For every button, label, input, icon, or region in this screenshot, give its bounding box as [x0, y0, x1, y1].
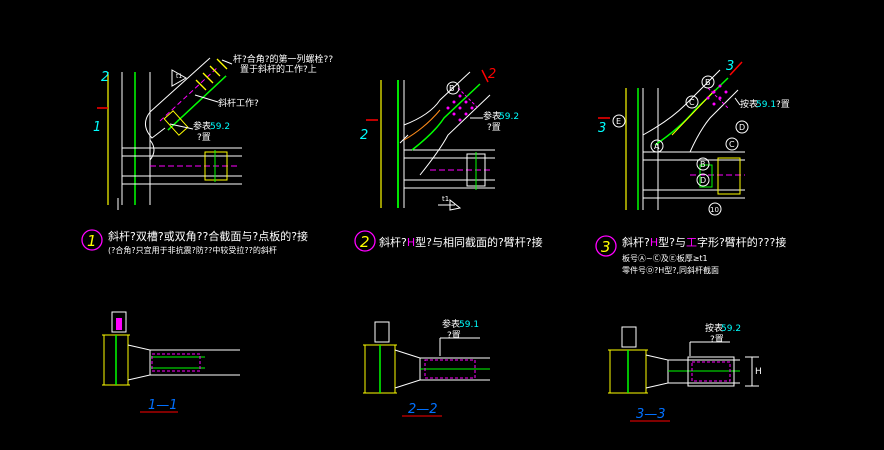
detail-2-circle-num: 2 [360, 233, 370, 251]
svg-text:t1: t1 [176, 73, 182, 80]
detail-3-bubble-b-top: B [705, 78, 711, 87]
svg-text:斜杆?H型?与相同截面的?臂杆?接: 斜杆?H型?与相同截面的?臂杆?接 [379, 235, 543, 249]
detail-3-ref-place: ?置 [776, 99, 790, 110]
detail-3-bubble-d: D [700, 176, 706, 185]
section-3-ref-place: ?置 [710, 334, 724, 345]
detail-1-ref-place: ?置 [197, 132, 211, 143]
detail-3-bubble-c-top: C [689, 98, 695, 107]
detail-1-labels: 杆?合角?的第一列螺栓?? 置于斜杆的工作?上 斜杆工作? 参表 59.2 ?置 [193, 53, 333, 143]
detail-3-title-i: 工 [686, 236, 697, 249]
section-2-ref-place: ?置 [447, 330, 461, 341]
detail-3-ref-num: 59.1 [756, 100, 776, 110]
detail-1-ref-label: 参表 [193, 120, 211, 132]
detail-3-title-post: 字形?臂杆的???接 [697, 235, 786, 249]
detail-1-title: 斜杆?双槽?或双角??合截面与?点板的?接 [108, 229, 308, 243]
detail-3-bubble-a: A [654, 142, 660, 151]
section-2-ref-num: 59.1 [459, 320, 479, 330]
detail-3-title-h: H [650, 236, 658, 249]
detail-2-bubble-b: B [449, 84, 455, 93]
detail-3-bubble-e-left: E [616, 117, 621, 126]
detail-3-note2: 零件号Ⓓ?H型?,同斜杆截面 [622, 265, 719, 275]
section-3-label: 3—3 [636, 407, 666, 422]
detail-3-cut-number-b: 3 [726, 59, 734, 74]
detail-3-elevation: 3 3 C D E A C B D 10 B [598, 59, 749, 216]
detail-1-ref-num: 59.2 [210, 122, 230, 132]
detail-3-bubble-10: 10 [710, 206, 719, 214]
section-3-dim-h: H [755, 367, 762, 377]
detail-2-ref-label: 参表 [483, 110, 501, 122]
detail-3-bubble-d-right: D [739, 123, 745, 132]
detail-1-note-top-line2: 置于斜杆的工作?上 [240, 63, 317, 75]
section-2-label: 2—2 [408, 402, 438, 417]
detail-3-labels: 按表 59.1 ?置 [740, 98, 790, 110]
detail-3-title-block: 3 斜杆?H型?与工字形?臂杆的???接 板号Ⓐ~Ⓒ及Ⓔ板厚≥t1 零件号Ⓓ?H… [595, 235, 786, 275]
detail-2-elevation: t1 2 2 B [360, 67, 496, 211]
detail-3-circle-num: 3 [601, 238, 611, 256]
detail-2-title-post: 型?与相同截面的?臂杆?接 [415, 235, 543, 249]
detail-3-note1: 板号Ⓐ~Ⓒ及Ⓔ板厚≥t1 [622, 253, 708, 263]
detail-1-subtitle: (?合角?只宜用于非抗震?防??中较受拉??的斜杆 [108, 245, 277, 255]
detail-3-ref-label: 按表 [740, 98, 758, 110]
detail-1-title-block: 1 斜杆?双槽?或双角??合截面与?点板的?接 (?合角?只宜用于非抗震?防??… [81, 229, 308, 255]
detail-3-cut-number: 3 [598, 121, 606, 136]
detail-2-t-label: t1 [442, 195, 449, 203]
section-1-1: 1—1 [102, 311, 240, 413]
detail-1-note-top-line1: 杆?合角?的第一列螺栓?? [233, 53, 333, 65]
detail-2-cut-number: 2 [360, 128, 368, 143]
detail-1-circle-num: 1 [87, 232, 97, 250]
detail-2-labels: 参表 59.2 ?置 [483, 110, 519, 133]
detail-2-ref-num: 59.2 [499, 112, 519, 122]
detail-2-title-h: H [407, 236, 415, 249]
section-2-ref-label: 参表 [442, 318, 460, 330]
detail-2-cut-number-b: 2 [488, 67, 496, 82]
svg-text:斜杆?H型?与工字形?臂杆的???接: 斜杆?H型?与工字形?臂杆的???接 [622, 235, 786, 249]
section-3-ref-num: 59.2 [721, 324, 741, 334]
detail-3-bubble-b: B [700, 160, 706, 169]
detail-2-title-block: 2 斜杆?H型?与相同截面的?臂杆?接 [354, 230, 543, 252]
detail-1-note-work-line: 斜杆工作? [218, 97, 259, 109]
detail-3-bubble-c-right: C [729, 140, 735, 149]
detail-2-ref-place: ?置 [487, 122, 501, 133]
detail-1-elevation: t1 1 2 [93, 57, 242, 210]
detail-1-cut-number-b: 1 [93, 120, 101, 135]
detail-3-title-pre: 斜杆? [622, 235, 650, 249]
section-1-label: 1—1 [148, 398, 178, 413]
detail-3-title-mid: 型?与 [658, 235, 686, 249]
section-3-ref-label: 按表 [705, 322, 723, 334]
section-2-2: 参表 59.1 ?置 2—2 [363, 318, 490, 417]
detail-1-cut-number: 2 [101, 70, 109, 85]
section-3-3: 按表 59.2 ?置 H 3—3 [608, 322, 762, 422]
detail-2-title-pre: 斜杆? [379, 235, 407, 249]
